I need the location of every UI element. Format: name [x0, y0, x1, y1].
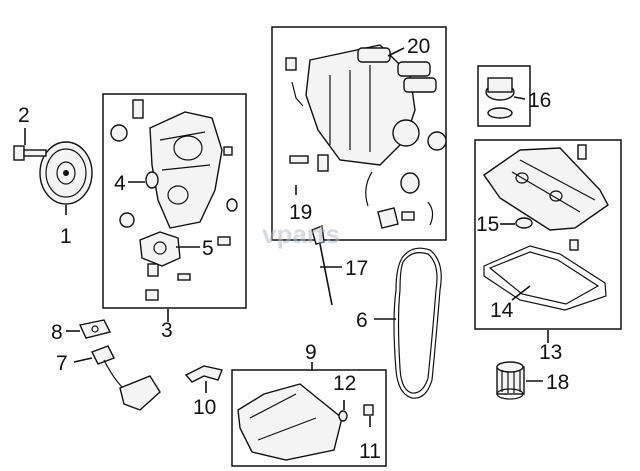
bracket-icon [184, 365, 223, 383]
dipstick-icon [311, 225, 333, 306]
oil-cap-group-box [477, 65, 531, 127]
callout-5: 5 [202, 237, 214, 260]
timing-cover-small-parts [110, 99, 238, 301]
oil-filler-cap-icon [485, 77, 515, 119]
intake-manifold-icon [305, 44, 420, 166]
callout-19: 19 [289, 201, 312, 224]
callout-14: 14 [490, 299, 514, 322]
crankshaft-pulley-icon [39, 141, 93, 205]
callout-8: 8 [51, 321, 63, 344]
callout-7: 7 [56, 352, 68, 375]
callout-1: 1 [60, 225, 72, 248]
valve-cover-gasket-icon [483, 245, 607, 311]
callout-16: 16 [528, 89, 551, 112]
timing-cover-group-box [102, 93, 247, 309]
callout-13: 13 [539, 341, 562, 364]
timing-chain-icon [393, 247, 442, 399]
oil-pan-small-parts [338, 404, 374, 422]
callout-20: 20 [407, 35, 430, 58]
intake-manifold-group-box [271, 26, 447, 241]
callout-3: 3 [161, 319, 173, 342]
pulley-bolt-icon [13, 145, 47, 161]
valve-cover-seal-icon [515, 217, 533, 229]
leader-lines [24, 47, 549, 427]
oil-filter-icon [496, 361, 525, 400]
callout-17: 17 [345, 257, 368, 280]
callout-18: 18 [546, 371, 569, 394]
callout-10: 10 [193, 396, 216, 419]
strainer-gasket-icon [78, 319, 112, 339]
valve-cover-group-box [474, 139, 622, 330]
oil-strainer-icon [91, 345, 161, 411]
intake-small-parts [285, 57, 447, 229]
callout-12: 12 [333, 372, 356, 395]
oil-pan-icon [237, 383, 343, 461]
timing-cover-icon [149, 111, 223, 229]
oil-pump-icon [139, 231, 181, 267]
watermark: vparts [262, 219, 340, 249]
callout-15: 15 [476, 213, 499, 236]
callout-6: 6 [356, 309, 368, 332]
intake-gaskets-icon [357, 47, 437, 93]
oil-pan-group-box [231, 369, 387, 467]
valve-cover-icon [483, 144, 609, 251]
callout-11: 11 [359, 440, 381, 463]
callout-4: 4 [114, 172, 126, 195]
callout-2: 2 [18, 104, 30, 127]
callout-9: 9 [305, 341, 317, 364]
